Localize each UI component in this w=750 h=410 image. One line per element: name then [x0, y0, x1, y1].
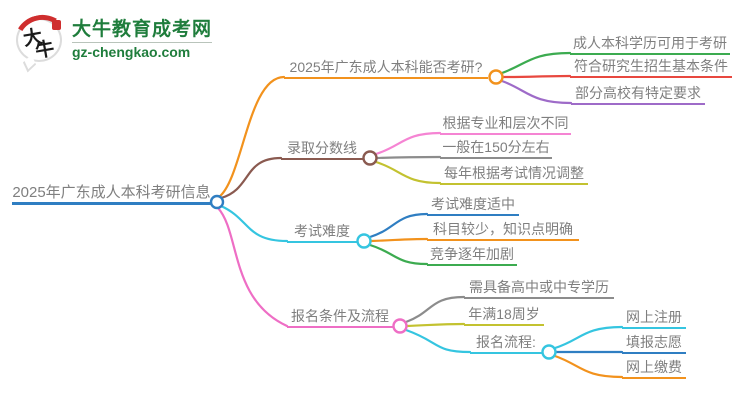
- flow-step1: 网上注册: [622, 308, 686, 329]
- branch3-child1: 考试难度适中: [427, 195, 519, 216]
- wire-root-branch2: [219, 156, 283, 200]
- wire-b1-child2: [501, 74, 572, 79]
- junction-branch1: [488, 69, 504, 85]
- branch3-child2: 科目较少，知识点明确: [427, 220, 579, 241]
- branch1-child2: 符合研究生招生基本条件: [570, 57, 732, 78]
- branch4-child3-flow: 报名流程:: [470, 333, 542, 354]
- wire-root-branch4: [216, 206, 289, 328]
- wire-b2-child1: [374, 131, 442, 156]
- junction-branch2: [362, 150, 378, 166]
- logo-title: 大牛教育成考网: [72, 18, 213, 40]
- wire-b4-child1: [404, 295, 466, 324]
- branch2-child2: 一般在150分左右: [440, 138, 552, 159]
- junction-branch3: [356, 233, 372, 249]
- branch4-child1: 需具备高中或中专学历: [464, 278, 614, 299]
- red-seal-icon: [52, 20, 61, 30]
- branch1-node: 2025年广东成人本科能否考研?: [284, 58, 488, 79]
- logo-divider: [72, 41, 213, 43]
- dainiu-bubble-icon: 大 牛: [8, 9, 76, 75]
- logo-domain: gz-chengkao.com: [72, 43, 191, 60]
- root-node: 2025年广东成人本科考研信息: [12, 183, 211, 205]
- branch2-child3: 每年根据考试情况调整: [440, 164, 588, 185]
- wire-b1-child3: [500, 79, 573, 105]
- wire-root-branch1: [217, 75, 286, 199]
- branch3-child3: 竞争逐年加剧: [427, 245, 517, 266]
- branch2-node: 录取分数线: [281, 139, 363, 160]
- junction-root: [209, 194, 225, 210]
- wire-flow-child3: [553, 354, 624, 379]
- branch1-child1: 成人本科学历可用于考研: [570, 34, 730, 55]
- wire-b2-child3: [374, 160, 442, 185]
- branch1-child3: 部分高校有特定要求: [571, 84, 705, 105]
- branch2-child1: 根据专业和层次不同: [440, 114, 571, 135]
- flow-step3: 网上缴费: [622, 358, 686, 379]
- wire-b2-child2: [375, 155, 442, 160]
- junction-flow: [541, 344, 557, 360]
- branch4-node: 报名条件及流程: [287, 307, 393, 328]
- flow-step2: 填报志愿: [622, 333, 686, 354]
- wire-root-branch3: [219, 204, 289, 243]
- branch3-node: 考试难度: [287, 222, 357, 243]
- wire-b3-child2: [369, 237, 429, 243]
- wire-b1-child1: [500, 51, 572, 75]
- branch4-child2: 年满18周岁: [464, 305, 544, 326]
- wire-b4-child3: [404, 328, 472, 354]
- wire-flow-child1: [553, 325, 624, 350]
- wire-b3-child1: [368, 212, 429, 239]
- wire-b3-child3: [368, 243, 429, 266]
- site-logo: 大 牛 大牛教育成考网 gz-chengkao.com: [8, 9, 213, 75]
- wire-b4-child2: [405, 322, 466, 328]
- junction-branch4: [392, 318, 408, 334]
